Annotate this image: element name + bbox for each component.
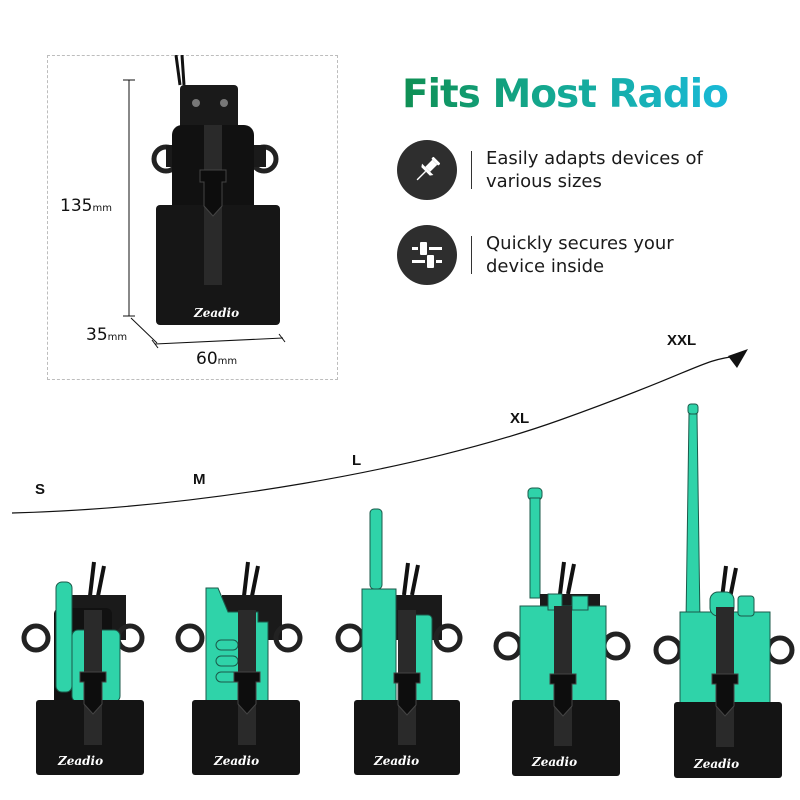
holster-xxl: Zeadio — [653, 403, 795, 778]
size-label-m: M — [193, 471, 206, 488]
divider — [471, 151, 472, 189]
width-dimension-label: 60mm — [196, 349, 238, 369]
feature-text-line: various sizes — [486, 171, 602, 192]
svg-text:Zeadio: Zeadio — [531, 755, 577, 769]
feature-text-line: device inside — [486, 256, 605, 277]
feature-text-line: Quickly secures your — [486, 233, 674, 254]
svg-text:Zeadio: Zeadio — [693, 757, 739, 771]
size-label-xxl: XXL — [667, 332, 697, 349]
size-label-l: L — [352, 452, 362, 469]
height-dimension-label: 135mm — [60, 196, 112, 216]
holster-s: Zeadio — [21, 561, 145, 775]
dimensions-panel — [47, 55, 338, 380]
feature-secures-device: Quickly secures your device inside — [397, 225, 674, 285]
holster-xl: Zeadio — [493, 487, 631, 776]
svg-text:Zeadio: Zeadio — [213, 754, 259, 768]
feature-text-line: Easily adapts devices of — [486, 148, 703, 169]
holster-m: Zeadio — [175, 561, 303, 775]
svg-text:Zeadio: Zeadio — [373, 754, 419, 768]
size-label-xl: XL — [510, 410, 530, 427]
svg-text:Zeadio: Zeadio — [193, 306, 239, 320]
page-title: Fits Most Radio — [402, 72, 729, 117]
feature-adapts-sizes: Easily adapts devices of various sizes — [397, 140, 703, 200]
pouch-product-image: Zeadio — [151, 55, 280, 325]
divider — [471, 236, 472, 274]
holster-l: Zeadio — [335, 508, 463, 775]
size-label-s: S — [35, 481, 46, 498]
svg-text:Zeadio: Zeadio — [57, 754, 103, 768]
sliders-icon — [397, 225, 457, 285]
depth-dimension-label: 35mm — [86, 325, 128, 345]
pushpin-icon — [397, 140, 457, 200]
